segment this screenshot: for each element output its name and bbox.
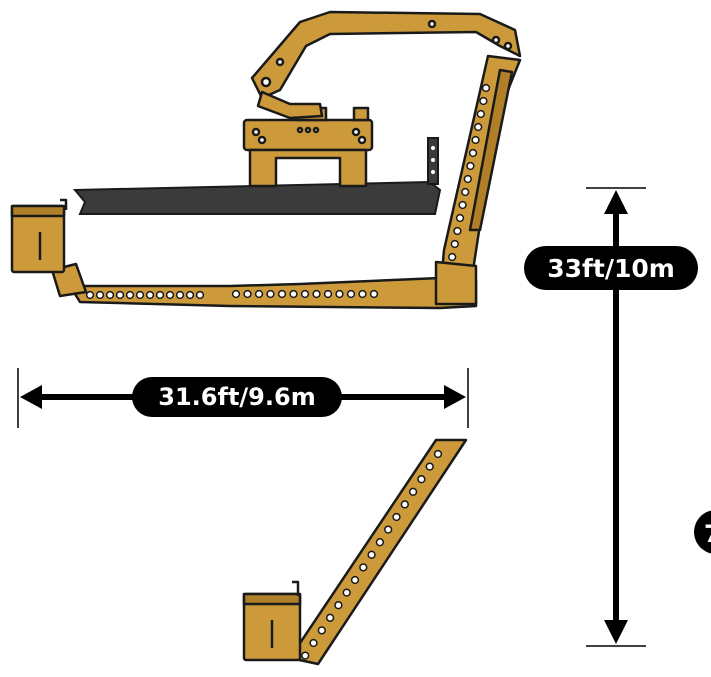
edge-badge: 7 bbox=[694, 510, 711, 554]
platform-hole bbox=[369, 289, 379, 299]
arm-hole bbox=[433, 449, 443, 459]
arrow-left-icon bbox=[20, 385, 42, 409]
tower-hole bbox=[455, 213, 465, 223]
tower-hole bbox=[448, 252, 457, 262]
bucket-platform-icon bbox=[10, 198, 68, 274]
platform-hole bbox=[312, 289, 321, 299]
platform-hole bbox=[243, 289, 252, 299]
platform-hole bbox=[277, 289, 287, 299]
arm-hole bbox=[309, 638, 318, 648]
edge-badge-glyph: 7 bbox=[704, 520, 711, 548]
platform-hole bbox=[85, 290, 95, 300]
arm-hole bbox=[384, 525, 393, 534]
platform-hole bbox=[155, 290, 165, 300]
arm-hole bbox=[359, 563, 368, 572]
platform-hole bbox=[165, 290, 175, 300]
arm-hole bbox=[350, 575, 360, 585]
horizontal-reach-label: 31.6ft/9.6m bbox=[158, 383, 315, 411]
platform-hole bbox=[145, 290, 155, 300]
arm-hole bbox=[392, 512, 401, 522]
bridge-deck bbox=[72, 137, 442, 215]
tower-hole bbox=[476, 109, 485, 119]
lower-arm-holes bbox=[301, 449, 443, 660]
platform-hole bbox=[231, 289, 241, 299]
platform-hole bbox=[125, 290, 135, 300]
arm-hole bbox=[317, 626, 326, 635]
arrow-right-icon bbox=[444, 385, 466, 409]
tower-hole bbox=[463, 174, 472, 184]
arm-hole bbox=[408, 487, 418, 496]
arm-hole bbox=[325, 613, 335, 622]
platform-hole bbox=[185, 290, 195, 300]
platform-hole bbox=[105, 290, 115, 300]
platform-hole bbox=[175, 290, 185, 300]
arm-hole bbox=[367, 550, 376, 559]
upper-boom bbox=[250, 10, 522, 120]
tower-holes bbox=[448, 83, 491, 262]
arm-hole bbox=[342, 588, 351, 597]
tower-hole bbox=[468, 148, 478, 158]
tower-hole bbox=[458, 200, 467, 210]
platform-hole bbox=[115, 290, 125, 300]
platform-hole bbox=[266, 289, 275, 299]
platform-hole bbox=[195, 290, 205, 300]
platform-hole bbox=[135, 290, 145, 300]
arrow-down-icon bbox=[604, 620, 628, 644]
arm-hole bbox=[400, 500, 409, 509]
arrow-up-icon bbox=[604, 190, 628, 214]
arm-hole bbox=[301, 651, 310, 660]
arm-hole bbox=[334, 601, 343, 610]
carrier-truck bbox=[242, 106, 374, 188]
platform-hole bbox=[289, 289, 298, 299]
arm-hole bbox=[425, 462, 434, 471]
tower-hole bbox=[453, 226, 462, 236]
vertical-dimension: 33ft/10m bbox=[524, 187, 698, 647]
platform-hole bbox=[254, 289, 264, 299]
platform-hole bbox=[335, 289, 344, 299]
lower-arm bbox=[288, 438, 468, 666]
platform-hole bbox=[323, 289, 333, 299]
platform-hole bbox=[346, 289, 356, 299]
platform-holes bbox=[85, 289, 379, 300]
tower-hole bbox=[479, 96, 488, 106]
arm-hole bbox=[417, 475, 426, 484]
tower-hole bbox=[474, 122, 483, 132]
lower-bucket-icon bbox=[242, 580, 302, 662]
tower-hole bbox=[471, 135, 480, 145]
tower-hole bbox=[466, 161, 475, 171]
horizontal-dimension: 31.6ft/9.6m bbox=[17, 368, 469, 428]
tower-hole bbox=[461, 187, 470, 197]
horizontal-platform bbox=[50, 260, 478, 310]
arm-hole bbox=[375, 538, 385, 547]
tower-hole bbox=[481, 83, 491, 93]
vertical-reach-label: 33ft/10m bbox=[547, 254, 675, 283]
tower-hole bbox=[450, 239, 459, 249]
platform-hole bbox=[358, 289, 367, 299]
platform-hole bbox=[95, 290, 105, 300]
platform-hole bbox=[300, 289, 310, 299]
